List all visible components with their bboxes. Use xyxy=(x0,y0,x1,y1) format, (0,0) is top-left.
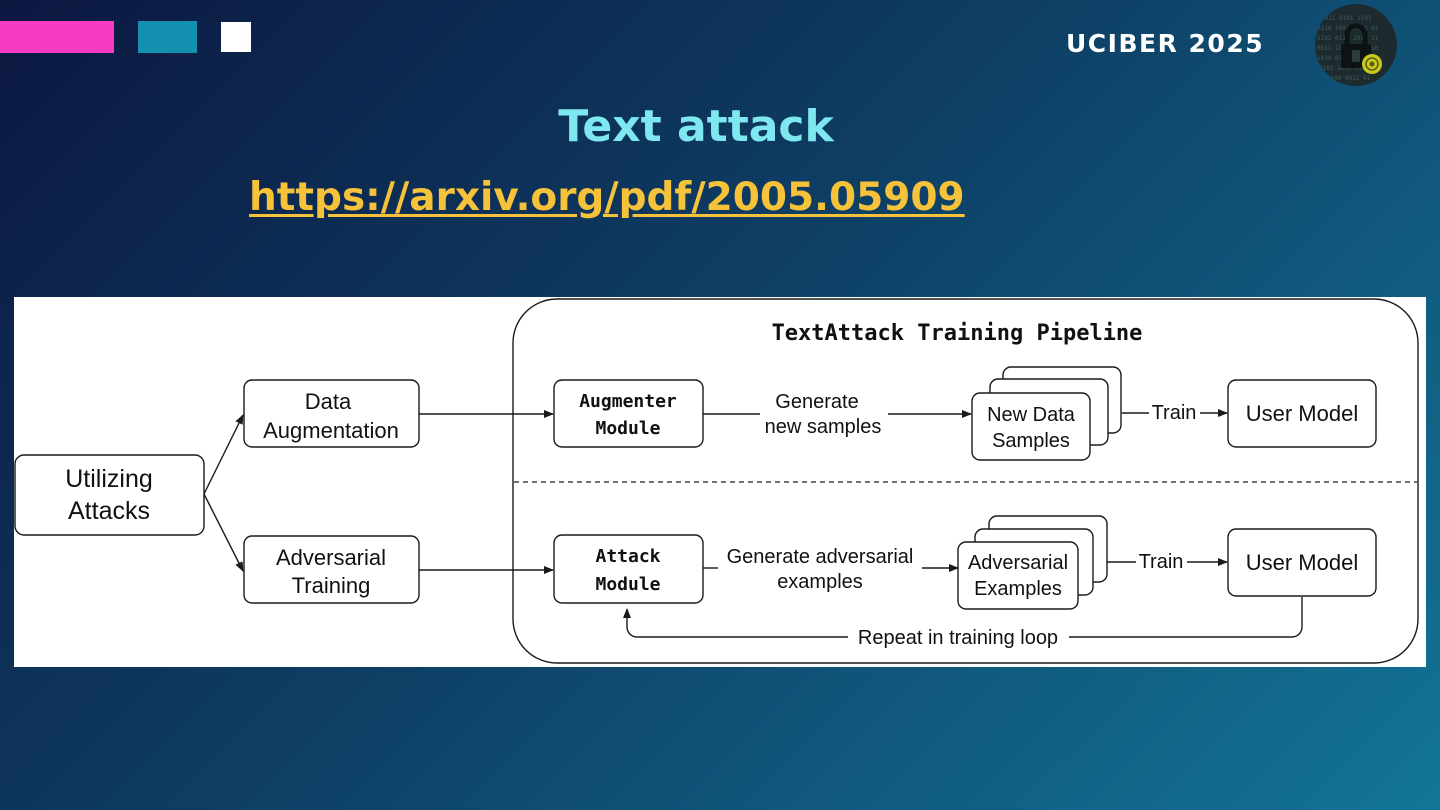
train-label-bottom: Train xyxy=(1139,551,1184,573)
svg-text:User Model: User Model xyxy=(1246,550,1358,575)
repeat-loop-path xyxy=(1069,597,1303,638)
decor-bar-pink xyxy=(0,21,114,53)
pipeline-diagram: TextAttack Training Pipeline Utilizing A… xyxy=(14,297,1426,667)
svg-text:Module: Module xyxy=(595,418,660,439)
svg-text:New Data: New Data xyxy=(987,404,1076,426)
augmenter-module-box: Augmenter Module xyxy=(553,379,704,448)
brand-text: UCIBER 2025 xyxy=(1066,29,1265,58)
slide-title: Text attack xyxy=(558,101,834,152)
svg-text:Examples: Examples xyxy=(974,578,1062,600)
pipeline-title: TextAttack Training Pipeline xyxy=(772,321,1143,346)
svg-text:Module: Module xyxy=(595,574,660,595)
decor-bar-teal xyxy=(138,21,197,53)
svg-text:Training: Training xyxy=(292,573,371,598)
new-data-samples-stack: New Data Samples xyxy=(971,366,1122,461)
user-model-box-top: User Model xyxy=(1227,379,1377,448)
paper-link[interactable]: https://arxiv.org/pdf/2005.05909 xyxy=(249,175,965,220)
svg-text:Utilizing: Utilizing xyxy=(65,465,153,493)
data-augmentation-box: Data Augmentation xyxy=(243,379,420,448)
svg-text:Augmentation: Augmentation xyxy=(263,418,399,443)
arrow-to-adv-training xyxy=(203,493,244,572)
generate-adversarial-label-2: examples xyxy=(777,571,863,593)
svg-text:Adversarial: Adversarial xyxy=(276,545,386,570)
utilizing-attacks-box: Utilizing Attacks xyxy=(14,454,205,536)
pipeline-container xyxy=(512,298,1419,664)
svg-text:Attack: Attack xyxy=(595,546,660,567)
svg-text:Data: Data xyxy=(305,389,352,414)
svg-text:User Model: User Model xyxy=(1246,401,1358,426)
svg-text:0101 1010 0110 1: 0101 1010 0110 1 xyxy=(1319,65,1377,72)
train-label-top: Train xyxy=(1152,402,1197,424)
decor-square-white xyxy=(221,22,251,52)
attack-module-box: Attack Module xyxy=(553,534,704,604)
svg-text:Samples: Samples xyxy=(992,430,1070,452)
adversarial-training-box: Adversarial Training xyxy=(243,535,420,604)
repeat-loop-arrow xyxy=(623,608,848,638)
svg-text:1011 0101 1101: 1011 0101 1101 xyxy=(1321,15,1372,22)
padlock-logo-icon: 1011 0101 1101 0110 1001 0111 01 1101 01… xyxy=(1315,4,1397,86)
generate-samples-label-2: new samples xyxy=(765,416,882,438)
generate-adversarial-label: Generate adversarial xyxy=(727,546,914,568)
arrow-to-data-aug xyxy=(203,414,244,495)
repeat-loop-label: Repeat in training loop xyxy=(858,627,1058,649)
svg-text:Augmenter: Augmenter xyxy=(579,391,677,412)
svg-text:Attacks: Attacks xyxy=(68,497,150,525)
adversarial-examples-stack: Adversarial Examples xyxy=(957,515,1108,610)
svg-text:1100 0011 01: 1100 0011 01 xyxy=(1327,75,1371,82)
generate-samples-label: Generate xyxy=(775,391,858,413)
user-model-box-bottom: User Model xyxy=(1227,528,1377,597)
svg-text:Adversarial: Adversarial xyxy=(968,552,1068,574)
